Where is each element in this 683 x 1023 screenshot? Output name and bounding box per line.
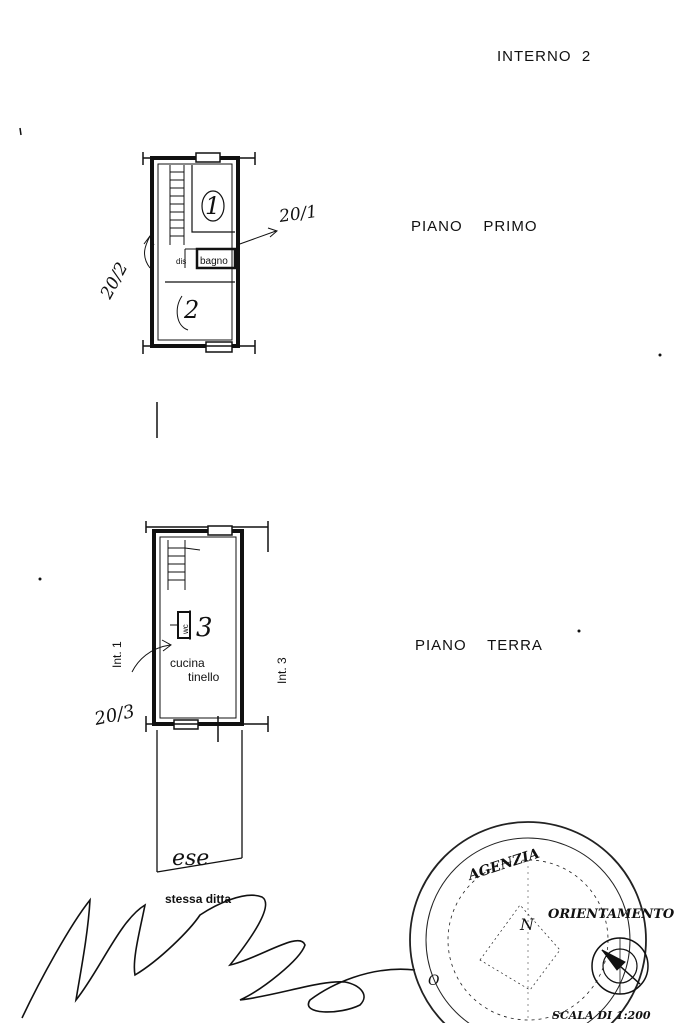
stray-dot xyxy=(38,577,42,581)
orientation-label: ORIENTAMENTO xyxy=(548,907,675,922)
stamp-center-letter: N xyxy=(519,915,535,934)
room-number-1-ring xyxy=(201,190,225,222)
room-label-bagno: bagno xyxy=(200,256,228,267)
stamp-ring-text: AGENZIA xyxy=(464,846,541,885)
stray-mark xyxy=(19,127,22,136)
stray-dot xyxy=(577,629,581,633)
annotation-20-1: 20/1 xyxy=(277,202,319,227)
yard-label: ese xyxy=(172,846,209,871)
room-label-tinello: tinello xyxy=(188,670,220,684)
signature xyxy=(21,894,416,1019)
room-label-wc: wc xyxy=(181,624,190,635)
room-number-2-arc xyxy=(176,295,189,331)
scale-label: SCALA DI 1:200 xyxy=(552,1009,651,1022)
floor-label-terra: PIANO TERRA xyxy=(415,637,543,654)
adjacent-int-1: Int. 1 xyxy=(110,641,124,668)
room-number-2: 2 xyxy=(183,296,199,324)
room-label-cucina: cucina xyxy=(170,656,205,670)
floor-label-primo: PIANO PRIMO xyxy=(411,218,538,235)
compass-icon xyxy=(591,937,649,995)
room-number-1: 1 xyxy=(205,192,220,220)
stamp-side-letter: O xyxy=(428,973,440,989)
room-number-3: 3 xyxy=(196,613,213,643)
stray-dot xyxy=(658,353,662,357)
annotation-20-2: 20/2 xyxy=(96,259,132,303)
yard-outline xyxy=(156,730,243,873)
ground-floor-plan xyxy=(131,521,269,742)
room-label-dis: dis xyxy=(176,257,186,266)
first-floor-plan xyxy=(142,152,278,354)
adjacent-int-3: Int. 3 xyxy=(275,657,289,684)
annotation-20-3: 20/3 xyxy=(92,701,137,730)
unit-label: INTERNO 2 xyxy=(497,48,592,65)
yard-owner-note: stessa ditta xyxy=(165,892,231,906)
